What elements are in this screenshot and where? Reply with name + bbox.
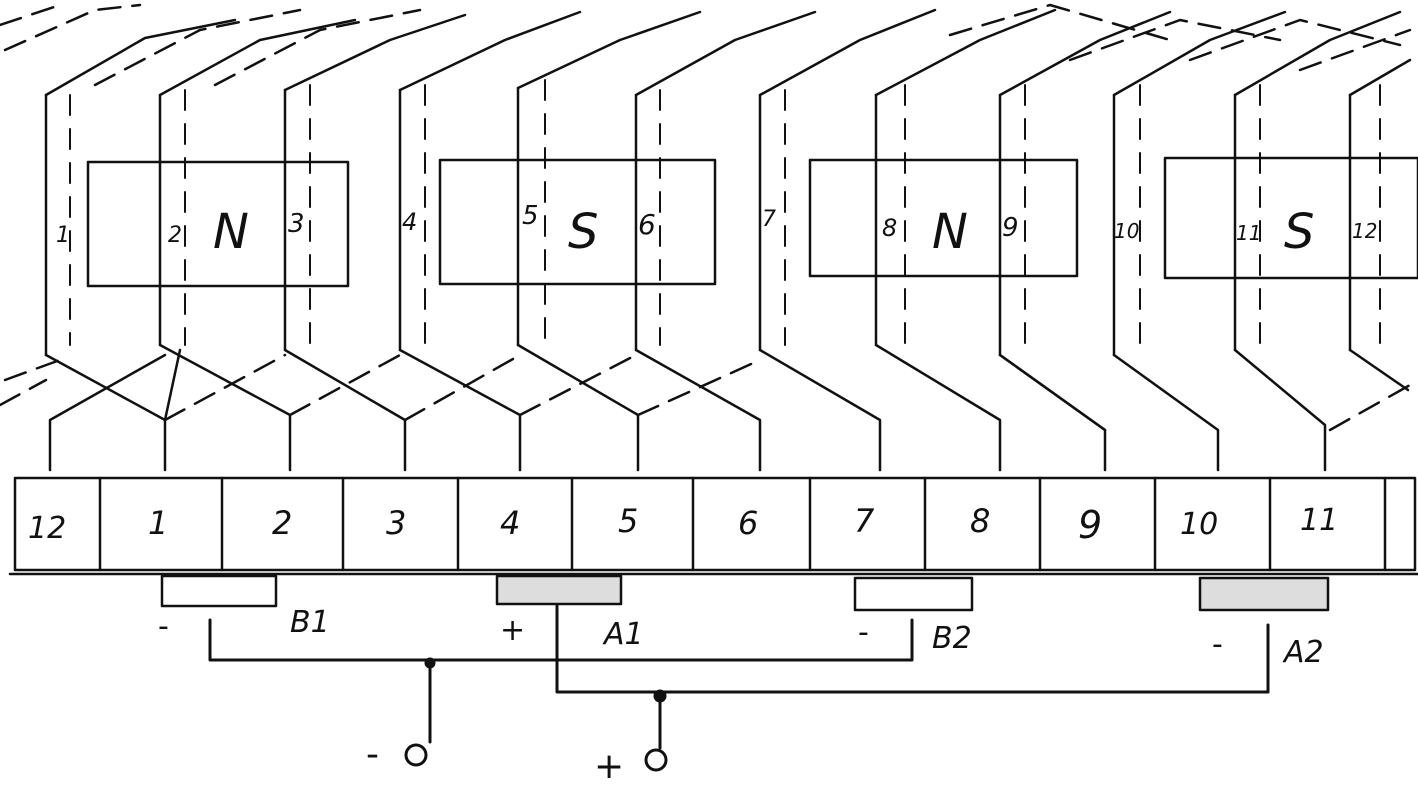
segment-label-12: 12 (28, 511, 66, 546)
slot-label-7: 7 (762, 207, 776, 232)
terminals (404, 743, 668, 772)
slot-label-2: 2 (168, 223, 182, 248)
brush-label-A1: A1 (602, 617, 644, 652)
coil-winding-lines (0, 3, 1412, 472)
pole-rect-4 (1163, 156, 1418, 280)
segment-label-9: 9 (1078, 503, 1102, 547)
segment-label-11: 11 (1300, 503, 1338, 538)
segment-label-8: 8 (970, 502, 990, 540)
segment-label-10: 10 (1180, 507, 1218, 542)
brushes (160, 574, 1330, 612)
segment-label-6: 6 (738, 504, 758, 542)
segment-label-3: 3 (386, 504, 406, 542)
brush-A1 (495, 574, 623, 606)
brush-label-B1: B1 (290, 605, 330, 640)
slot-label-10: 10 (1114, 219, 1139, 243)
segment-label-4: 4 (500, 504, 520, 542)
segment-label-5: 5 (618, 502, 638, 540)
brush-sign-A2: - (1212, 627, 1223, 662)
pole-label-3: N (932, 204, 968, 260)
segment-label-7: 7 (854, 502, 875, 540)
slot-label-1: 1 (56, 223, 70, 248)
poles (86, 156, 1418, 288)
slot-label-12: 12 (1352, 219, 1377, 243)
slot-label-5: 5 (522, 201, 539, 231)
segment-label-2: 2 (272, 504, 292, 542)
slot-label-8: 8 (882, 214, 897, 242)
brush-B1 (160, 574, 278, 608)
commutator (8, 476, 1418, 576)
segment-label-1: 1 (148, 504, 168, 542)
pole-rect-3 (808, 158, 1079, 278)
pole-label-1: N (213, 204, 249, 260)
external-wiring (208, 604, 1270, 750)
brush-sign-B1: - (158, 609, 169, 644)
pole-label-2: S (568, 204, 598, 260)
pole-rect-1 (86, 160, 350, 288)
brush-label-B2: B2 (932, 621, 972, 656)
slot-label-6: 6 (638, 208, 656, 241)
slot-label-3: 3 (288, 209, 305, 239)
terminal-negative (404, 743, 428, 767)
pole-rect-2 (438, 158, 717, 286)
brush-sign-A1: + (500, 613, 525, 648)
brush-A2 (1198, 576, 1330, 612)
terminal-sign-positive: + (594, 746, 624, 787)
slot-label-4: 4 (402, 208, 417, 236)
terminal-positive (644, 748, 668, 772)
brush-sign-B2: - (858, 615, 869, 650)
slot-label-9: 9 (1002, 213, 1019, 243)
brush-B2 (853, 576, 974, 612)
terminal-sign-negative: - (366, 734, 379, 775)
brush-label-A2: A2 (1282, 635, 1324, 670)
pole-label-4: S (1284, 204, 1314, 260)
slot-label-11: 11 (1236, 221, 1261, 245)
